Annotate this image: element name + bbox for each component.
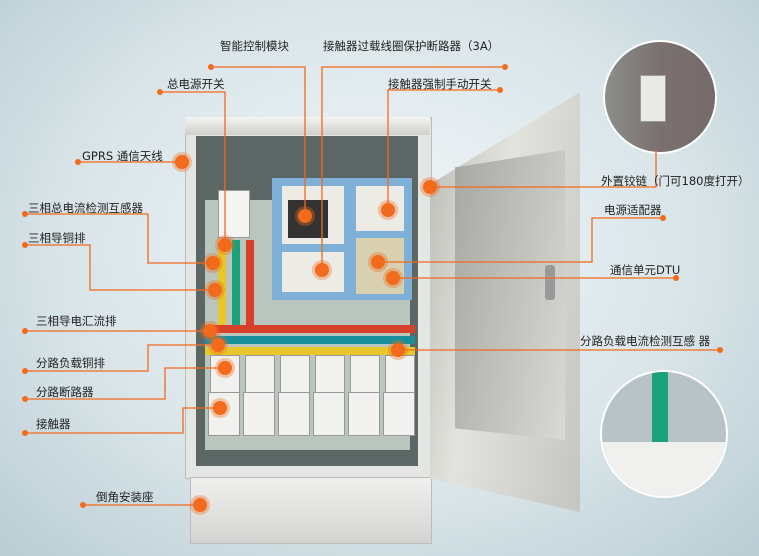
phase-bar-green [232,240,240,330]
label-contactor: 接触器 [36,417,71,431]
busbar-blue [205,336,415,344]
contactor [313,392,345,436]
marker-hinge [423,180,437,194]
label-busbar: 三相导电汇流排 [36,314,117,328]
label-dtu: 通信单元DTU [610,263,681,277]
mounting-base [190,477,432,544]
marker-branch-breaker [218,361,232,375]
label-contactor-breaker: 接触器过载线圈保护断路器（3A） [323,39,500,53]
main-switch [218,190,250,238]
cabinet-top [185,117,430,135]
ct-detail-inset [600,370,728,498]
marker-copper-bar [208,283,222,297]
manual-switch-area [356,186,404,231]
label-main-switch: 总电源开关 [167,77,225,91]
marker-branch-ct [391,343,405,357]
marker-dtu [386,271,400,285]
hinge-icon [640,75,666,122]
label-branch-ct: 分路负载电流检测互感 器 [580,334,711,348]
marker-busbar [203,324,217,338]
label-branch-copper: 分路负载铜排 [36,356,105,370]
breaker-area [282,252,344,292]
contactor [278,392,310,436]
branch-breaker [350,355,380,399]
label-manual-switch: 接触器强制手动开关 [388,77,492,91]
marker-gprs [175,155,189,169]
branch-breaker [245,355,275,399]
marker-contactor [213,401,227,415]
contactor [243,392,275,436]
marker-contactor-breaker [315,263,329,277]
phase-bar-yellow [218,240,226,330]
marker-base [193,498,207,512]
label-branch-breaker: 分路断路器 [36,385,94,399]
marker-adapter [371,255,385,269]
busbar-red [205,325,415,333]
door-handle [545,265,555,300]
contactor [208,392,240,436]
label-base: 倒角安装座 [96,490,154,504]
phase-bar-red [246,240,254,330]
marker-main-switch [218,238,232,252]
contactor [348,392,380,436]
branch-breaker [315,355,345,399]
busbar-yellow [205,347,415,355]
label-main-ct: 三相总电流检测互感器 [28,201,143,215]
marker-branch-copper [211,338,225,352]
label-hinge: 外置铰链（门可180度打开） [601,174,750,188]
contactor [383,392,415,436]
label-copper-bar: 三相导铜排 [28,231,86,245]
label-gprs: GPRS 通信天线 [82,149,163,163]
label-power-adapter: 电源适配器 [604,203,662,217]
marker-smart-module [298,209,312,223]
marker-manual-switch [381,203,395,217]
marker-main-ct [206,256,220,270]
label-smart-module: 智能控制模块 [220,39,289,53]
branch-breaker [385,355,415,399]
